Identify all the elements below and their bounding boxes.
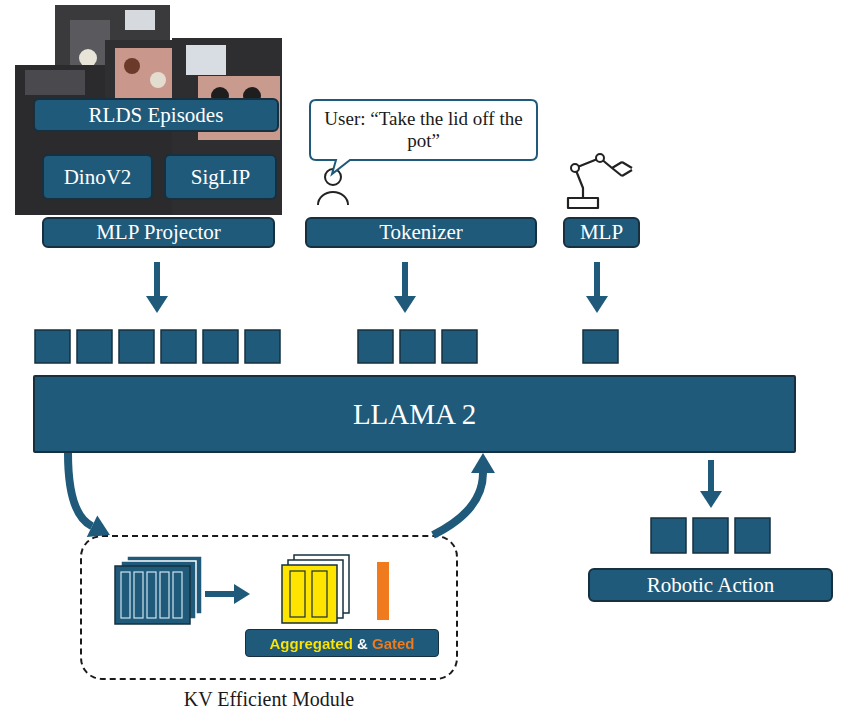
- kv-slot: [134, 572, 143, 618]
- node-label: DinoV2: [64, 165, 132, 190]
- node-label: SigLIP: [191, 165, 251, 190]
- robot-arm-icon: [571, 164, 579, 172]
- token-square: [693, 518, 728, 553]
- token-square: [245, 330, 280, 363]
- token-square: [203, 330, 238, 363]
- token-square: [442, 330, 477, 363]
- photo-detail: [124, 58, 140, 74]
- aggregated-stack: [282, 565, 337, 623]
- token-square: [651, 518, 686, 553]
- aggregated-slot: [290, 571, 305, 617]
- data-box: RLDS Episodes: [33, 98, 279, 132]
- encoder-box: SigLIP: [164, 154, 277, 200]
- token-square: [35, 330, 70, 363]
- encoder-box: DinoV2: [42, 154, 153, 200]
- kv-slot: [147, 572, 156, 618]
- photo-detail: [186, 45, 226, 75]
- photo-detail: [25, 70, 85, 95]
- token-square: [583, 330, 618, 363]
- photo-detail: [79, 49, 97, 67]
- token-square: [735, 518, 770, 553]
- user-icon: [318, 192, 348, 205]
- speech-bubble: User: “Take the lid off the pot”: [310, 100, 537, 160]
- robot-arm-icon: [596, 154, 604, 162]
- node-label: RLDS Episodes: [89, 103, 224, 128]
- tokenizer-box: Tokenizer: [305, 217, 537, 248]
- robot-photo: [15, 65, 180, 215]
- node-label: MLP Projector: [96, 220, 221, 245]
- flow-arrow: [594, 262, 600, 298]
- kv-cache-slots: [121, 572, 182, 618]
- gate-bar: [377, 562, 389, 620]
- node-label: User: “Take the lid off the pot”: [324, 108, 523, 152]
- node-label: Tokenizer: [379, 220, 463, 245]
- arrow-head: [471, 453, 495, 473]
- arrow-shaft: [68, 453, 92, 526]
- node-label: LLAMA 2: [353, 398, 476, 431]
- module-group: KV Efficient ModuleAggregated & Gated: [80, 535, 458, 680]
- aggregated-slot: [312, 571, 327, 617]
- flow-arrow: [205, 591, 236, 597]
- flow-arrow: [234, 584, 250, 604]
- llm-band: LLAMA 2: [33, 375, 796, 453]
- bubble-outline: [310, 100, 537, 174]
- kv-slot: [121, 572, 130, 618]
- flow-arrow: [394, 296, 416, 313]
- robot-arm-icon: [568, 158, 632, 208]
- flow-arrow: [700, 491, 722, 508]
- curved-arrow: [433, 453, 495, 535]
- token-square: [77, 330, 112, 363]
- mlp-box: MLP: [563, 217, 640, 248]
- arrow-head: [87, 515, 110, 537]
- node-label: MLP: [580, 220, 623, 245]
- token-square: [400, 330, 435, 363]
- output-box: Robotic Action: [588, 568, 833, 602]
- flow-arrow: [154, 262, 160, 298]
- group-label: KV Efficient Module: [82, 688, 456, 711]
- curved-arrow: [68, 453, 110, 537]
- flow-arrow: [402, 262, 408, 298]
- token-square: [119, 330, 154, 363]
- photo-detail: [115, 48, 175, 98]
- node-label: Aggregated & Gated: [269, 635, 414, 652]
- photo-detail: [125, 10, 155, 30]
- node-label: Robotic Action: [647, 573, 775, 598]
- module-box: Aggregated & Gated: [245, 629, 439, 657]
- arrow-shaft: [433, 473, 483, 535]
- token-square: [358, 330, 393, 363]
- kv-slot: [173, 572, 182, 618]
- kv-slot: [160, 572, 169, 618]
- token-square: [161, 330, 196, 363]
- photo-detail: [150, 72, 166, 88]
- flow-arrow: [586, 296, 608, 313]
- flow-arrow: [708, 460, 714, 493]
- flow-arrow: [146, 296, 168, 313]
- projector-box: MLP Projector: [42, 217, 275, 248]
- kv-cache-stack: [115, 566, 190, 624]
